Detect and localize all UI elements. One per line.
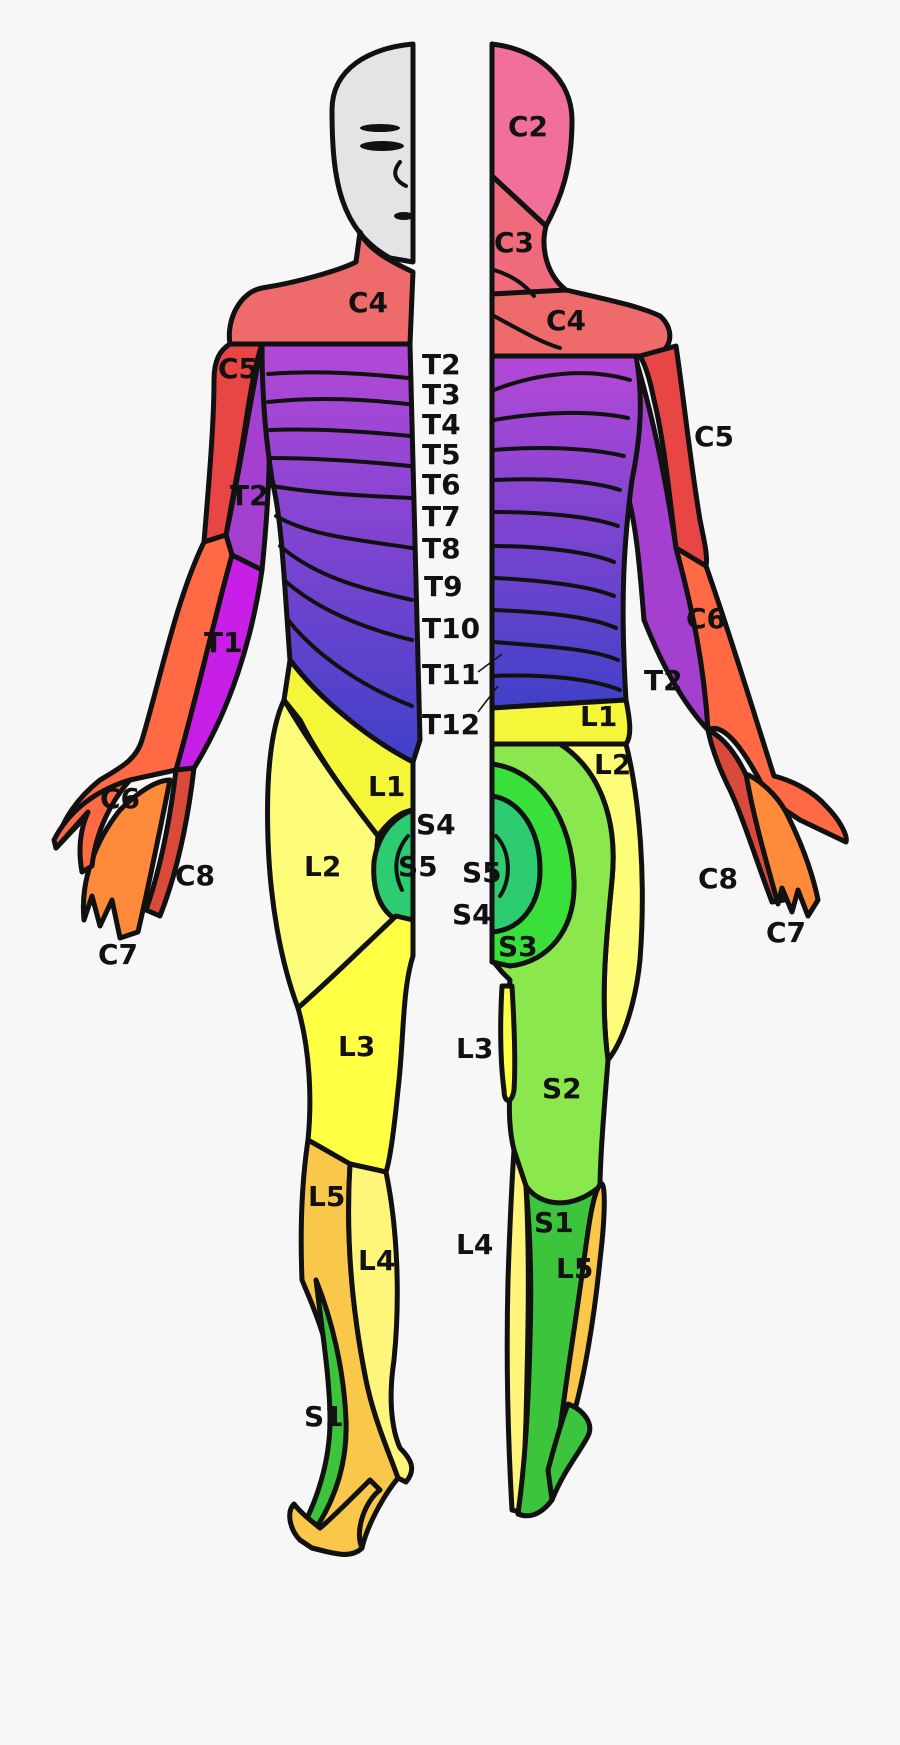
back-s4-region <box>489 793 543 935</box>
back-label-l4: L4 <box>456 1228 493 1261</box>
back-thorax-region <box>489 353 643 711</box>
back-heel <box>545 1401 593 1503</box>
center-label-t12: T12 <box>422 708 480 741</box>
center-label-t9: T9 <box>424 570 463 603</box>
back-c7-region <box>743 771 821 919</box>
back-label-c7: C7 <box>766 916 806 949</box>
front-label-l4: L4 <box>358 1244 395 1277</box>
back-s5-arc <box>494 834 510 898</box>
front-s5-arc <box>394 834 410 892</box>
back-label-c6: C6 <box>686 602 726 635</box>
front-label-c4: C4 <box>348 286 388 319</box>
front-label-c7: C7 <box>98 938 138 971</box>
front-label-t2: T2 <box>230 479 269 512</box>
t12-pointer <box>477 685 499 713</box>
center-label-t7: T7 <box>422 500 461 533</box>
back-label-c4: C4 <box>546 304 586 337</box>
back-label-t2: T2 <box>644 664 683 697</box>
front-label-s5: S5 <box>398 850 438 883</box>
back-label-s2: S2 <box>542 1072 582 1105</box>
front-c6-hand <box>51 777 133 875</box>
back-label-l2: L2 <box>594 748 631 781</box>
back-neck-lines <box>492 268 562 350</box>
back-view <box>489 41 849 1519</box>
back-label-s4: S4 <box>452 898 492 931</box>
back-label-c5: C5 <box>694 420 734 453</box>
back-label-c2: C2 <box>508 110 548 143</box>
front-label-l5: L5 <box>308 1180 345 1213</box>
center-label-t4: T4 <box>422 408 461 441</box>
back-label-s3: S3 <box>498 930 538 963</box>
front-label-c6: C6 <box>100 782 140 815</box>
back-l4-region <box>504 1147 531 1515</box>
center-label-t5: T5 <box>422 438 461 471</box>
back-label-c3: C3 <box>494 226 534 259</box>
front-label-c5: C5 <box>218 352 258 385</box>
t11-pointer <box>477 653 503 673</box>
front-label-c8: C8 <box>175 859 215 892</box>
front-c4-region <box>226 229 416 347</box>
front-view <box>51 41 423 1557</box>
back-label-l1: L1 <box>580 700 617 733</box>
center-label-t10: T10 <box>422 612 480 645</box>
front-label-l1: L1 <box>368 770 405 803</box>
back-c6-region <box>673 545 849 845</box>
front-label-l2: L2 <box>304 850 341 883</box>
front-l4-region <box>346 1161 415 1485</box>
center-label-t6: T6 <box>422 468 461 501</box>
back-label-s1: S1 <box>534 1206 574 1239</box>
back-label-l3: L3 <box>456 1032 493 1065</box>
center-label-t3: T3 <box>422 378 461 411</box>
face-features <box>360 124 414 220</box>
front-labels: C4 C5 T2 T1 C6 C8 C7 L1 L2 S4 S5 L3 L5 L… <box>98 286 456 1433</box>
front-c8-region <box>143 765 197 919</box>
center-label-t8: T8 <box>422 532 461 565</box>
center-label-t2: T2 <box>422 348 461 381</box>
front-label-t1: T1 <box>204 626 243 659</box>
back-c2-region <box>489 41 575 229</box>
front-label-s1: S1 <box>304 1400 344 1433</box>
back-label-c8: C8 <box>698 862 738 895</box>
front-l3-region <box>295 913 416 1175</box>
front-rib-lines <box>266 370 414 708</box>
front-label-l3: L3 <box>338 1030 375 1063</box>
back-label-l5: L5 <box>556 1252 593 1285</box>
back-l3-region <box>498 983 518 1103</box>
center-thoracic-labels: T2 T3 T4 T5 T6 T7 T8 T9 T10 T11 T12 <box>422 348 480 741</box>
center-label-t11: T11 <box>422 658 480 691</box>
front-c7-region <box>80 777 173 941</box>
front-foot <box>287 1477 383 1557</box>
back-labels: C2 C3 C4 C5 C6 T2 L1 L2 C8 C7 S5 S4 S3 L… <box>452 110 806 1285</box>
back-label-s5: S5 <box>462 856 502 889</box>
front-label-s4: S4 <box>416 808 456 841</box>
back-rib-lines <box>492 371 632 692</box>
